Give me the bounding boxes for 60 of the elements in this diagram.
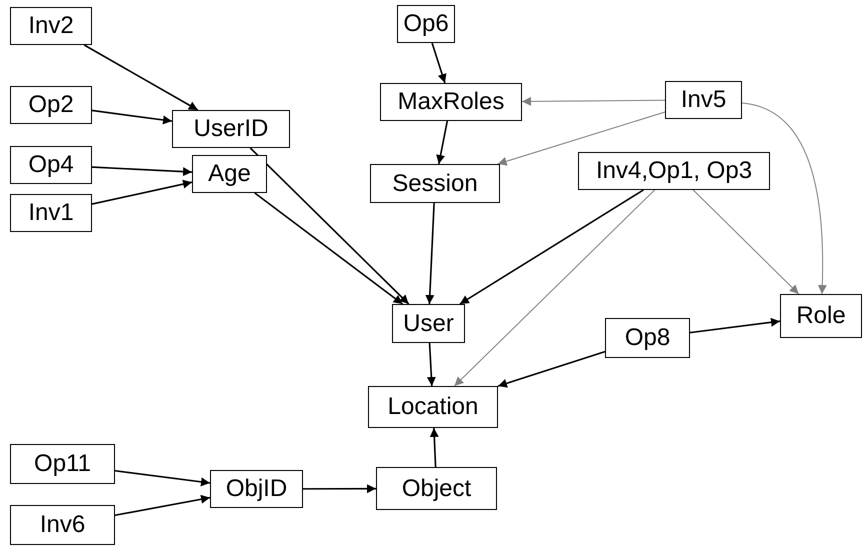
arrow — [436, 120, 448, 164]
label-box — [10, 7, 92, 45]
label-box — [392, 304, 465, 343]
label-box — [780, 294, 862, 338]
node-label: Op4 — [28, 151, 74, 179]
arrow — [425, 202, 435, 304]
node-label: Op8 — [624, 324, 670, 352]
arrow — [497, 111, 666, 166]
arrow — [690, 318, 780, 334]
arrow — [114, 470, 210, 486]
node-label: Op2 — [28, 91, 74, 119]
arrow — [250, 147, 410, 305]
label-box — [397, 5, 455, 43]
arrow — [430, 428, 439, 468]
node-label: Role — [796, 302, 846, 330]
label-box — [578, 152, 770, 190]
label-box — [10, 444, 115, 484]
label-box — [10, 146, 92, 184]
node-label: ObjID — [226, 475, 288, 503]
arrow — [426, 342, 436, 386]
label-box — [192, 155, 267, 193]
label-box — [10, 505, 115, 545]
arrow — [692, 190, 800, 294]
arrow — [742, 102, 827, 294]
node-label: Op11 — [34, 450, 91, 478]
node-label: MaxRoles — [398, 88, 504, 116]
label-box — [210, 470, 303, 508]
arrow — [92, 180, 192, 205]
node-label: Inv2 — [28, 12, 74, 40]
label-box — [605, 318, 690, 358]
label-box — [172, 110, 290, 148]
label-box — [10, 194, 92, 232]
arrow — [92, 110, 172, 124]
node-label: Inv6 — [40, 511, 86, 539]
arrow — [498, 350, 606, 388]
node-label: Age — [208, 160, 251, 188]
arrow — [303, 484, 376, 494]
arrow — [454, 190, 656, 386]
label-box — [376, 467, 497, 510]
node-label: Inv4,Op1, Op3 — [596, 157, 752, 185]
arrow — [522, 96, 666, 106]
label-box — [10, 86, 92, 124]
arrow — [92, 166, 192, 176]
label-box — [368, 386, 498, 428]
node-label: User — [403, 310, 454, 338]
node-label: Location — [388, 393, 478, 421]
node-label: Session — [392, 170, 478, 198]
label-box — [370, 164, 500, 203]
node-label: Inv1 — [28, 199, 74, 227]
node-label: Object — [402, 474, 472, 502]
arrow — [84, 44, 198, 111]
arrow — [114, 494, 210, 516]
arrow — [459, 189, 644, 305]
node-label: Inv5 — [680, 86, 726, 114]
label-box — [380, 83, 522, 121]
arrow — [254, 192, 404, 305]
arrow — [431, 42, 446, 84]
label-box — [665, 81, 742, 119]
node-label: Op6 — [403, 10, 449, 38]
node-label: UserID — [194, 115, 268, 143]
